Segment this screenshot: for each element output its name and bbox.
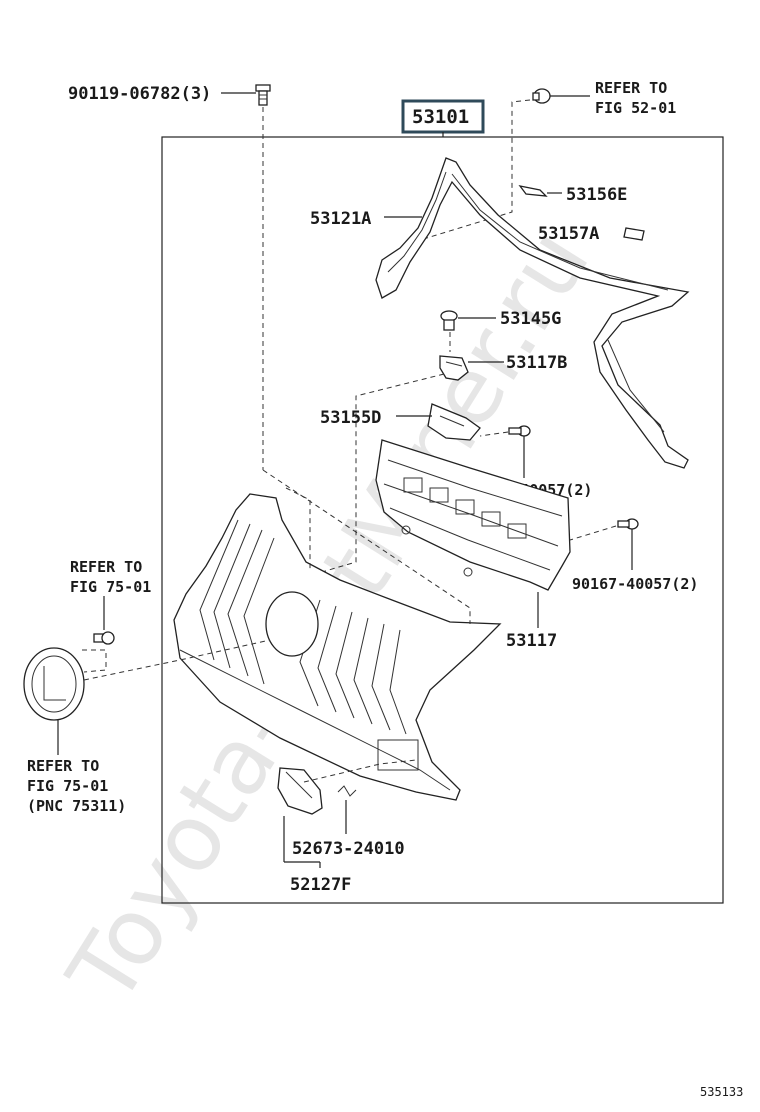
radiator-grille-icon	[173, 493, 502, 801]
refer-left-line2[interactable]: FIG 75-01	[70, 578, 151, 596]
retainer-b-icon	[439, 355, 469, 381]
upper-molding-icon	[375, 157, 690, 469]
refer-emblem-line3[interactable]: (PNC 75311)	[27, 797, 126, 815]
grille-support-icon	[375, 439, 571, 591]
label-cover-screw[interactable]: 52673-24010	[292, 839, 405, 859]
cover-screw-icon	[337, 785, 357, 797]
label-clip-a[interactable]: 53157A	[538, 224, 599, 244]
cover-icon	[277, 767, 323, 815]
label-upper-molding[interactable]: 53121A	[310, 209, 371, 229]
label-bracket-d[interactable]: 53155D	[320, 408, 381, 428]
diagram-id: 535133	[700, 1085, 743, 1099]
refer-top-right-line2[interactable]: FIG 52-01	[595, 99, 676, 117]
refer-left-line1[interactable]: REFER TO	[70, 558, 142, 576]
bracket-d-icon	[427, 403, 481, 441]
label-retainer-b[interactable]: 53117B	[506, 353, 567, 373]
refer-top-right-line1[interactable]: REFER TO	[595, 79, 667, 97]
clip-e-icon	[518, 185, 548, 197]
emblem-icon	[23, 647, 85, 721]
bolt-icon	[255, 84, 271, 106]
main-part-number[interactable]: 53101	[412, 106, 469, 128]
label-clip-e[interactable]: 53156E	[566, 185, 627, 205]
clip-left-icon	[93, 631, 115, 645]
label-screw-2[interactable]: 90167-40057(2)	[572, 575, 698, 593]
screw-2-icon	[617, 518, 639, 530]
refer-emblem-line2[interactable]: FIG 75-01	[27, 777, 108, 795]
label-cover[interactable]: 52127F	[290, 875, 351, 895]
refer-emblem-line1[interactable]: REFER TO	[27, 757, 99, 775]
clip-a-icon	[623, 227, 645, 241]
label-clip-g[interactable]: 53145G	[500, 309, 561, 329]
clip-top-icon	[532, 88, 551, 104]
label-bolt[interactable]: 90119-06782(3)	[68, 84, 211, 104]
clip-g-icon	[440, 310, 458, 331]
label-grille-support[interactable]: 53117	[506, 631, 557, 651]
screw-1-icon	[508, 425, 531, 437]
